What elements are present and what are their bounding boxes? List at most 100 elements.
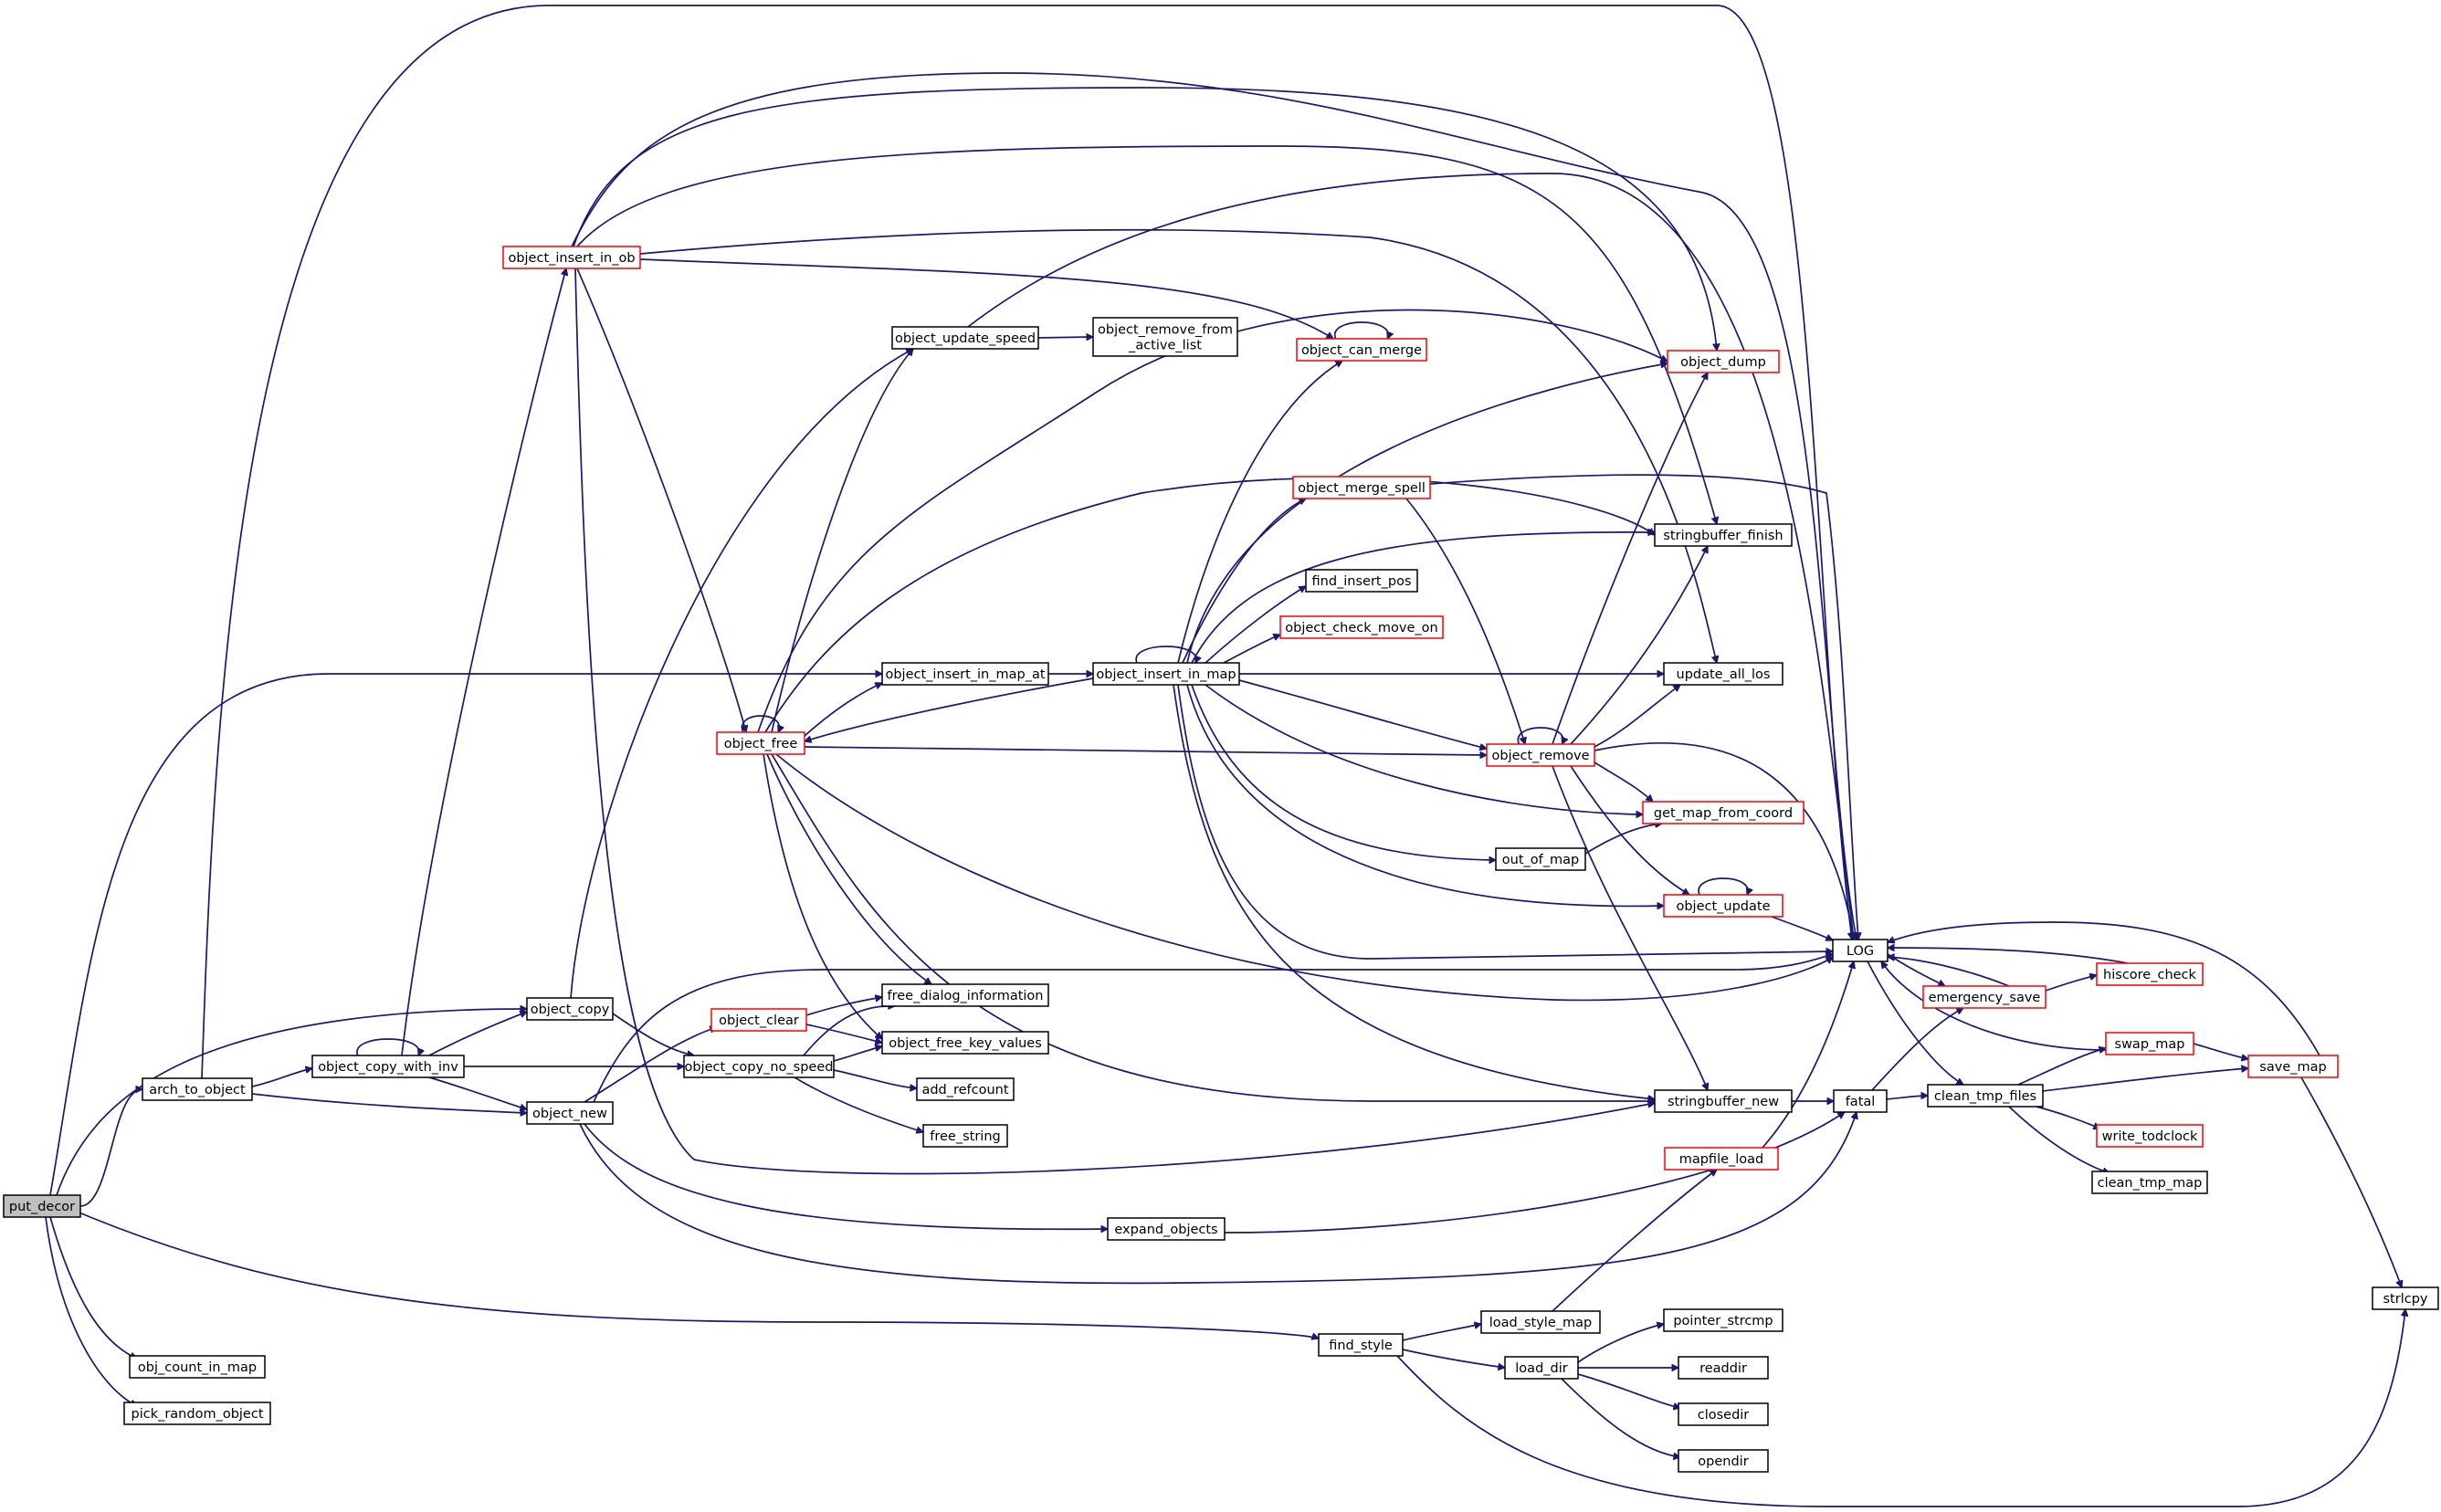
node-object_update_speed[interactable]: object_update_speed — [891, 326, 1039, 350]
node-readdir[interactable]: readdir — [1678, 1356, 1769, 1380]
node-mapfile_load[interactable]: mapfile_load — [1664, 1147, 1779, 1171]
node-box[interactable] — [1667, 350, 1780, 373]
node-box[interactable] — [1654, 1089, 1793, 1113]
node-box[interactable] — [1663, 662, 1783, 686]
node-box[interactable] — [922, 1124, 1008, 1148]
node-object_update[interactable]: object_update — [1663, 894, 1783, 918]
node-box[interactable] — [1642, 801, 1804, 824]
node-hiscore_check[interactable]: hiscore_check — [2096, 962, 2204, 986]
node-pick_random_object[interactable]: pick_random_object — [123, 1402, 271, 1425]
node-box[interactable] — [683, 1055, 835, 1078]
node-box[interactable] — [2105, 1032, 2194, 1055]
node-emergency_save[interactable]: emergency_save — [1922, 985, 2046, 1009]
node-clean_tmp_map[interactable]: clean_tmp_map — [2091, 1171, 2208, 1194]
node-stringbuffer_finish[interactable]: stringbuffer_finish — [1654, 523, 1793, 547]
node-box[interactable] — [710, 1008, 807, 1032]
node-expand_objects[interactable]: expand_objects — [1107, 1217, 1226, 1241]
node-free_string[interactable]: free_string — [922, 1124, 1008, 1148]
node-free_dialog_information[interactable]: free_dialog_information — [881, 983, 1049, 1007]
node-object_copy[interactable]: object_copy — [526, 997, 614, 1021]
node-box[interactable] — [1664, 1147, 1779, 1171]
node-box[interactable] — [1678, 1449, 1769, 1473]
node-object_copy_no_speed[interactable]: object_copy_no_speed — [683, 1055, 835, 1078]
node-object_new[interactable]: object_new — [526, 1101, 614, 1125]
node-box[interactable] — [2247, 1055, 2339, 1078]
node-box[interactable] — [2096, 962, 2204, 986]
node-object_can_merge[interactable]: object_can_merge — [1296, 338, 1427, 362]
node-box[interactable] — [526, 1101, 614, 1125]
node-load_dir[interactable]: load_dir — [1504, 1356, 1579, 1380]
node-box[interactable] — [142, 1077, 253, 1101]
node-box[interactable] — [2372, 1286, 2439, 1310]
node-box[interactable] — [1486, 743, 1595, 767]
node-box[interactable] — [1678, 1356, 1769, 1380]
node-box[interactable] — [1654, 523, 1793, 547]
node-strlcpy[interactable]: strlcpy — [2372, 1286, 2439, 1310]
node-object_merge_spell[interactable]: object_merge_spell — [1292, 476, 1431, 499]
node-box[interactable] — [1318, 1333, 1404, 1357]
node-box[interactable] — [881, 1031, 1049, 1055]
node-box[interactable] — [3, 1194, 81, 1218]
node-box[interactable] — [2096, 1124, 2204, 1148]
node-object_dump[interactable]: object_dump — [1667, 350, 1780, 373]
node-add_refcount[interactable]: add_refcount — [916, 1077, 1015, 1101]
node-box[interactable] — [311, 1055, 465, 1078]
node-box[interactable] — [1296, 338, 1427, 362]
node-box[interactable] — [1663, 894, 1783, 918]
node-box[interactable] — [1092, 662, 1240, 686]
node-get_map_from_coord[interactable]: get_map_from_coord — [1642, 801, 1804, 824]
node-update_all_los[interactable]: update_all_los — [1663, 662, 1783, 686]
node-box[interactable] — [1663, 1308, 1783, 1332]
node-object_free_key_values[interactable]: object_free_key_values — [881, 1031, 1049, 1055]
node-box[interactable] — [1279, 615, 1444, 639]
node-object_copy_with_inv[interactable]: object_copy_with_inv — [311, 1055, 465, 1078]
node-box[interactable] — [1927, 1084, 2044, 1108]
node-box[interactable] — [129, 1355, 266, 1379]
node-object_insert_in_ob[interactable]: object_insert_in_ob — [502, 246, 641, 269]
node-opendir[interactable]: opendir — [1678, 1449, 1769, 1473]
node-closedir[interactable]: closedir — [1678, 1402, 1769, 1426]
node-put_decor[interactable]: put_decor — [3, 1194, 81, 1218]
node-box[interactable] — [1922, 985, 2046, 1009]
node-object_insert_in_map_at[interactable]: object_insert_in_map_at — [881, 662, 1049, 686]
node-box[interactable] — [1495, 847, 1586, 871]
node-box[interactable] — [716, 731, 805, 755]
node-box[interactable] — [1678, 1402, 1769, 1426]
node-box[interactable] — [916, 1077, 1015, 1101]
node-object_insert_in_map[interactable]: object_insert_in_map — [1092, 662, 1240, 686]
node-swap_map[interactable]: swap_map — [2105, 1032, 2194, 1055]
node-box[interactable] — [502, 246, 641, 269]
node-box[interactable] — [881, 662, 1049, 686]
node-object_check_move_on[interactable]: object_check_move_on — [1279, 615, 1444, 639]
node-box[interactable] — [2091, 1171, 2208, 1194]
node-LOG[interactable]: LOG — [1832, 939, 1889, 962]
node-write_todclock[interactable]: write_todclock — [2096, 1124, 2204, 1148]
node-box[interactable] — [1504, 1356, 1579, 1380]
node-arch_to_object[interactable]: arch_to_object — [142, 1077, 253, 1101]
node-box[interactable] — [1305, 569, 1418, 593]
node-load_style_map[interactable]: load_style_map — [1480, 1310, 1601, 1334]
node-fatal[interactable]: fatal — [1833, 1089, 1888, 1113]
node-find_insert_pos[interactable]: find_insert_pos — [1305, 569, 1418, 593]
node-box[interactable] — [1480, 1310, 1601, 1334]
node-box[interactable] — [1107, 1217, 1226, 1241]
node-box[interactable] — [1832, 939, 1889, 962]
node-box[interactable] — [1833, 1089, 1888, 1113]
node-pointer_strcmp[interactable]: pointer_strcmp — [1663, 1308, 1783, 1332]
node-find_style[interactable]: find_style — [1318, 1333, 1404, 1357]
node-clean_tmp_files[interactable]: clean_tmp_files — [1927, 1084, 2044, 1108]
node-box[interactable] — [123, 1402, 271, 1425]
node-box[interactable] — [881, 983, 1049, 1007]
node-object_remove[interactable]: object_remove — [1486, 743, 1595, 767]
node-box[interactable] — [1292, 476, 1431, 499]
node-object_free[interactable]: object_free — [716, 731, 805, 755]
node-object_remove_from_active_list[interactable]: object_remove_from_active_list — [1092, 317, 1238, 357]
node-box[interactable] — [891, 326, 1039, 350]
node-object_clear[interactable]: object_clear — [710, 1008, 807, 1032]
node-box[interactable] — [1092, 317, 1238, 357]
node-out_of_map[interactable]: out_of_map — [1495, 847, 1586, 871]
node-stringbuffer_new[interactable]: stringbuffer_new — [1654, 1089, 1793, 1113]
node-box[interactable] — [526, 997, 614, 1021]
node-save_map[interactable]: save_map — [2247, 1055, 2339, 1078]
node-obj_count_in_map[interactable]: obj_count_in_map — [129, 1355, 266, 1379]
